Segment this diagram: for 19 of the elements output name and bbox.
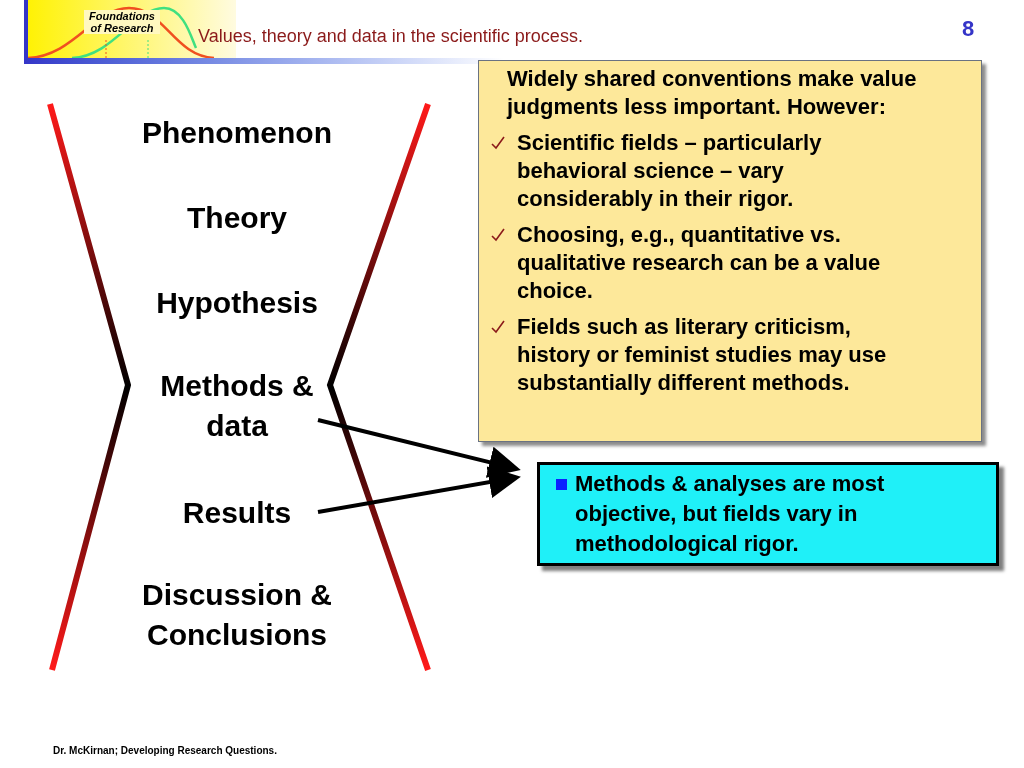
bullet-text: Fields such as literary criticism, history or feminist studies may use substantially different methods. xyxy=(517,313,888,397)
stage-label: Discussion & Conclusions xyxy=(140,577,334,653)
bullet-text: Choosing, e.g., quantitative vs. qualitative research can be a value choice. xyxy=(517,221,882,305)
note-box xyxy=(478,60,982,442)
stage-label: Theory xyxy=(187,200,287,236)
callout-text: Methods & analyses are most objective, but fields vary in methodological rigor. xyxy=(575,470,886,558)
stage-label: Phenomenon xyxy=(142,115,332,151)
arrow xyxy=(317,466,521,514)
stage-label: Results xyxy=(182,495,292,531)
stage-label: Methods & data xyxy=(159,368,315,444)
note-text: Widely shared conventions make value judgments less important. However: xyxy=(507,65,918,121)
header-label: Foundations of Research xyxy=(84,10,160,34)
footer-text: Dr. McKirnan; Developing Research Questions. xyxy=(53,744,277,758)
callout-box xyxy=(537,462,999,566)
arrow xyxy=(317,418,521,478)
stage-label: Hypothesis xyxy=(156,285,318,321)
bullet-text: Scientific fields – particularly behavioral science – vary considerably in their rigor. xyxy=(517,129,823,213)
slide-title: Values, theory and data in the scientific process. xyxy=(198,25,583,48)
page-number: 8 xyxy=(962,15,975,43)
